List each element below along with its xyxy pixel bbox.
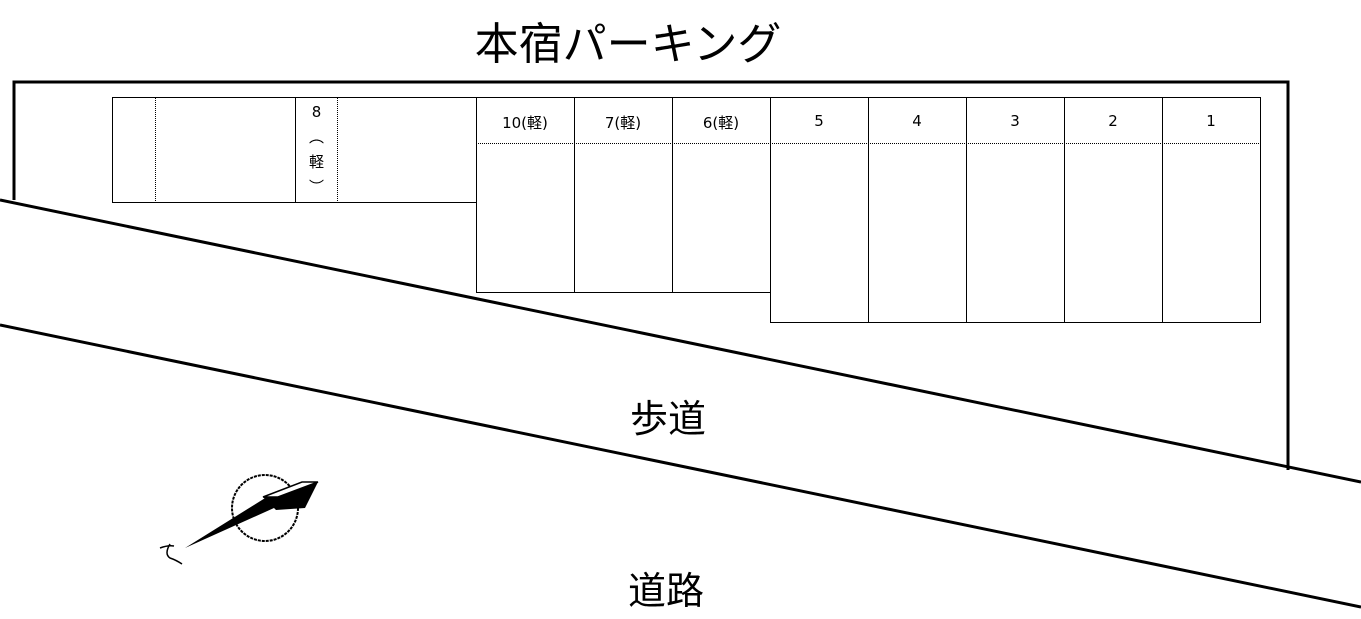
space-8-label: 8 ︵ 軽 ︶ — [296, 100, 337, 200]
space-8-paren-close: ︶ — [308, 178, 324, 196]
space-8-number: 8 — [311, 103, 322, 121]
road-edge-line — [0, 323, 1361, 609]
north-arrow-icon — [159, 474, 319, 565]
page-title: 本宿パーキング — [474, 19, 782, 70]
space-label: 5 — [814, 112, 824, 130]
sidewalk-label: 歩道 — [630, 397, 707, 441]
parking-row-right — [770, 97, 1261, 323]
lot-boundary — [12, 80, 1290, 470]
parking-row-left — [112, 97, 477, 203]
space-8-kind: 軽 — [308, 153, 324, 171]
road-label: 道路 — [628, 569, 705, 613]
space-label: 2 — [1108, 112, 1118, 130]
sidewalk-edge-line — [0, 198, 1361, 484]
space-label: 4 — [912, 112, 922, 130]
space-label: 7(軽) — [604, 114, 642, 132]
space-label: 3 — [1010, 112, 1020, 130]
space-8-paren-open: ︵ — [308, 128, 324, 146]
space-label: 1 — [1206, 112, 1216, 130]
space-label: 6(軽) — [702, 114, 740, 132]
space-label: 10(軽) — [502, 114, 548, 132]
